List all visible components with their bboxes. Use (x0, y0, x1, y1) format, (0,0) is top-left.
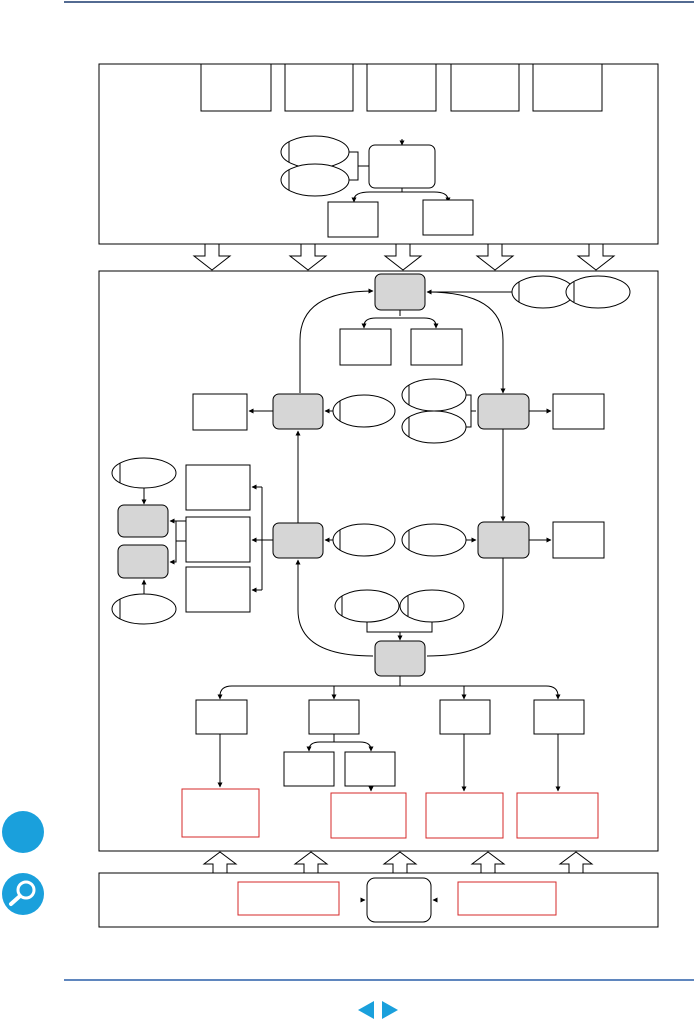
node-upper-right-target (552, 393, 605, 430)
top-box-1 (200, 63, 272, 112)
down-arrow-3 (383, 243, 423, 271)
far-left-oval-bottom (111, 593, 177, 625)
node-upper-right-bracket (466, 394, 476, 428)
top-oval-bracket (349, 151, 369, 181)
down-arrow-1 (192, 243, 232, 271)
far-left-node-b (117, 544, 169, 579)
node-mid-left-oval (332, 523, 396, 557)
result-box-3 (425, 792, 504, 839)
left-stack-bracket (252, 486, 272, 591)
node-upper-left-oval (332, 394, 396, 428)
search-magnifier-icon[interactable] (2, 873, 44, 915)
far-left-node-a (117, 504, 169, 538)
node-upper-right-oval-a (401, 378, 467, 412)
down-arrow-2 (288, 243, 328, 271)
output-sub-box-left (283, 751, 335, 787)
down-arrow-5 (576, 243, 616, 271)
output-box-2-split (308, 734, 372, 751)
top-oval-1 (280, 135, 350, 169)
up-arrow-4 (470, 851, 506, 874)
node-mid-right-oval (401, 523, 467, 557)
result-box-1 (181, 788, 260, 838)
node-mid-right (477, 521, 530, 559)
down-arrow-4 (475, 243, 515, 271)
output-box-1 (195, 699, 248, 735)
bottom-center-box (366, 877, 432, 923)
top-box-5 (532, 63, 603, 112)
hub-top-sub-left (339, 328, 392, 366)
top-sub-box-right (422, 199, 474, 236)
loop-bottom-left (295, 559, 374, 657)
magnifier-glyph (9, 880, 36, 906)
bottom-red-box-right (457, 881, 557, 916)
hub-bottom (374, 640, 426, 677)
top-box-4 (450, 63, 520, 112)
top-center-split (353, 188, 449, 201)
hub-top (374, 273, 426, 311)
bottom-section-frame (98, 872, 659, 928)
top-sub-box-left (327, 201, 379, 238)
hub-top-oval-b (565, 275, 631, 309)
bottom-red-box-left (237, 881, 340, 916)
output-sub-box-right (344, 751, 396, 787)
far-left-oval-top (111, 457, 177, 489)
hub-top-oval-a (511, 275, 575, 309)
node-upper-left (272, 393, 324, 430)
up-arrow-1 (202, 851, 238, 874)
main-section-frame (98, 270, 659, 852)
down-arrows (192, 243, 616, 271)
hub-bottom-oval-a (334, 589, 400, 623)
far-left-bracket (170, 520, 186, 563)
left-stack-box-2 (185, 516, 251, 563)
hub-top-sub-right (410, 328, 463, 366)
hub-top-split (363, 310, 437, 327)
info-circle-icon[interactable] (2, 811, 44, 853)
loop-top-right (426, 291, 506, 394)
result-box-2 (330, 792, 407, 839)
up-arrow-3 (382, 851, 418, 874)
left-stack-box-1 (185, 464, 251, 511)
next-page-arrow-icon[interactable] (380, 1000, 400, 1020)
top-center-box (368, 144, 436, 189)
up-arrow-5 (558, 851, 594, 874)
output-box-2 (308, 699, 360, 735)
node-mid-left (272, 522, 324, 559)
top-box-3 (366, 63, 437, 112)
top-oval-2 (280, 163, 350, 197)
output-box-3 (439, 699, 491, 735)
loop-bottom-right (426, 558, 504, 657)
node-mid-right-target (552, 521, 605, 559)
node-upper-right (477, 393, 530, 430)
result-box-4 (516, 792, 599, 839)
up-arrow-2 (293, 851, 329, 874)
loop-top-left (299, 288, 374, 393)
top-box-2 (284, 63, 354, 112)
node-upper-right-oval-b (401, 410, 467, 444)
up-arrows (202, 851, 594, 874)
hub-bottom-oval-b (399, 589, 465, 623)
hub-bottom-distribution (219, 676, 559, 697)
previous-page-arrow-icon[interactable] (356, 1000, 376, 1020)
node-upper-left-target (192, 393, 248, 431)
left-stack-box-3 (185, 566, 251, 613)
output-box-4 (533, 699, 585, 735)
